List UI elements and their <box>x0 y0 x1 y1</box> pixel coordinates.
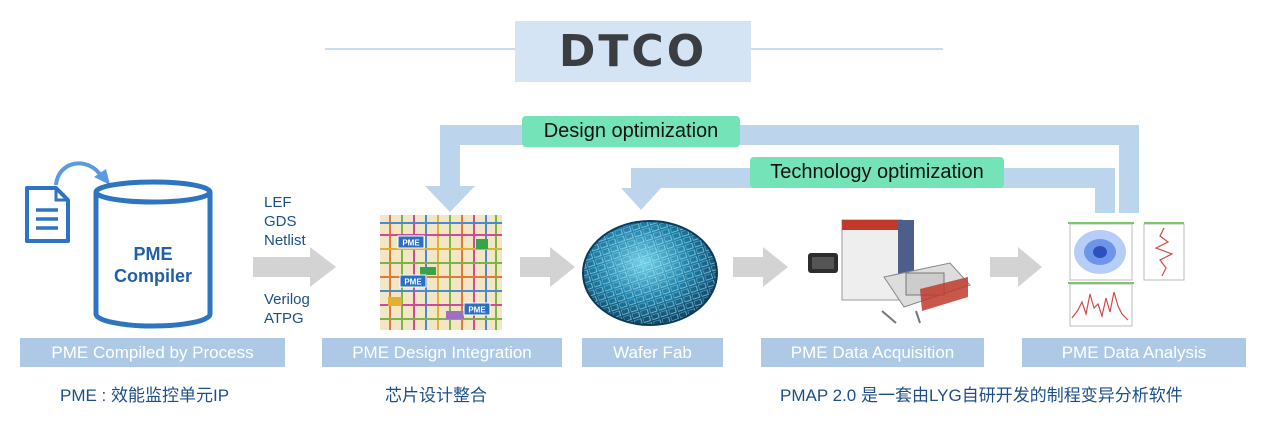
title-rule-right <box>751 48 943 50</box>
stage-label-analysis: PME Data Analysis <box>1022 338 1246 367</box>
pme-block-tag-3: PME <box>468 306 486 315</box>
stage-label-acquisition: PME Data Acquisition <box>761 338 984 367</box>
title-rule-left <box>325 48 515 50</box>
compiler-label-line1: PME <box>133 244 173 264</box>
format-verilog: Verilog <box>264 291 310 308</box>
caption-pmap: PMAP 2.0 是一套由LYG自研开发的制程变异分析软件 <box>780 386 1183 405</box>
data-analysis-plots-image <box>1060 218 1190 330</box>
stage-label-compiled: PME Compiled by Process <box>20 338 285 367</box>
compiler-label-line2: Compiler <box>113 266 192 286</box>
formats-bottom: Verilog ATPG <box>264 290 310 328</box>
technology-optimization-label: Technology optimization <box>750 157 1004 188</box>
format-atpg: ATPG <box>264 310 304 327</box>
technology-loop-arrowhead <box>621 188 661 210</box>
caption-compiled: PME : 效能监控单元IP <box>60 386 230 405</box>
chip-layout-image: PME PME PME <box>380 215 502 330</box>
pme-block-tag-1: PME <box>402 239 420 248</box>
format-netlist: Netlist <box>264 232 306 249</box>
wafer-image <box>582 220 718 326</box>
test-equipment-image <box>808 219 971 324</box>
stage-label-wafer-fab: Wafer Fab <box>582 338 723 367</box>
flow-arrow-4 <box>990 247 1042 287</box>
caption-integration: 芯片设计整合 <box>385 386 487 405</box>
format-lef: LEF <box>264 194 292 211</box>
design-loop-arrowhead <box>425 186 475 212</box>
format-gds: GDS <box>264 213 297 230</box>
curved-arrow-icon <box>54 161 110 186</box>
stage-label-integration: PME Design Integration <box>322 338 562 367</box>
compiler-label: PME Compiler <box>98 243 208 287</box>
formats-top: LEF GDS Netlist <box>264 193 306 250</box>
compiler-cylinder-icon <box>93 179 213 329</box>
document-icon <box>25 186 70 243</box>
flow-arrow-2 <box>520 247 575 287</box>
design-optimization-label: Design optimization <box>522 116 740 147</box>
pme-block-tag-2: PME <box>404 278 422 287</box>
flow-arrow-1 <box>253 247 336 287</box>
page-title: DTCO <box>515 21 751 82</box>
flow-arrow-3 <box>733 247 788 287</box>
